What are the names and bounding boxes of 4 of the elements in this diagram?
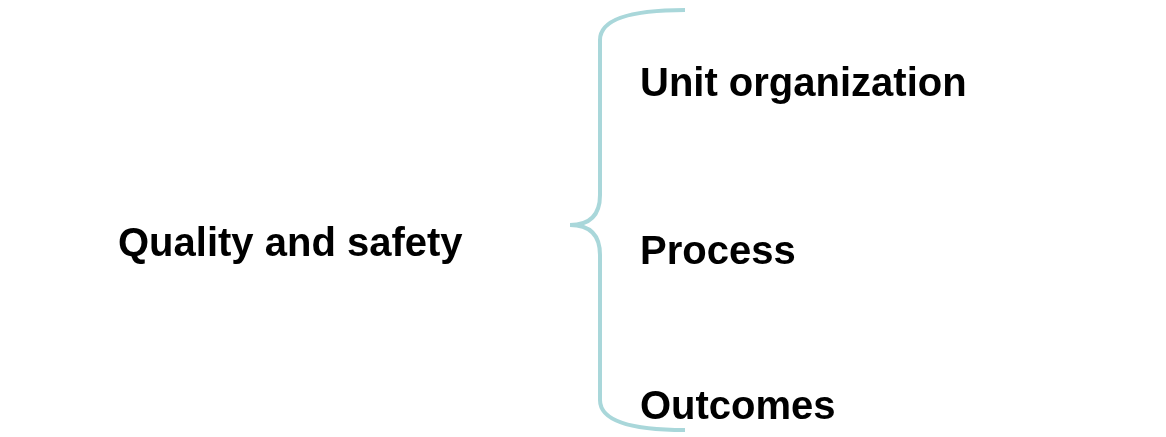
subtopic: Outcomes — [640, 383, 836, 427]
subtopic: Process — [640, 228, 796, 272]
subtopic: Unit organization — [640, 60, 967, 104]
main-topic: Quality and safety — [118, 220, 463, 264]
